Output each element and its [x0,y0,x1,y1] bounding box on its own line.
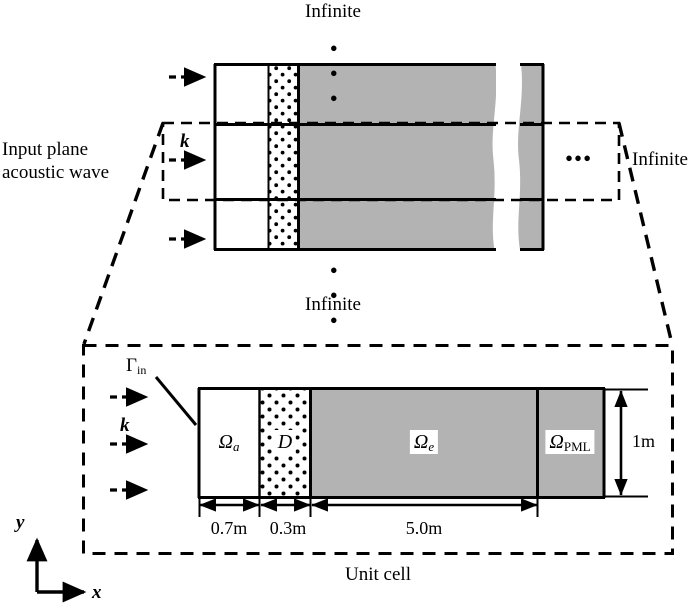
wave-vector-label-top: k [180,131,190,152]
vertical-ellipsis-top: ••• [321,36,347,111]
omega-a-symbol: Ω [218,431,233,453]
omega-e-symbol: Ω [413,431,429,453]
x-axis-label: x [92,582,102,603]
design-D-symbol: D [273,430,297,454]
exterior-domain-fill-left [298,64,496,250]
unit-cell-incident-arrows [110,387,149,500]
omega-a-fill [198,389,259,497]
dimension-label-0-7m: 0.7m [210,518,248,538]
unit-cell-selection-box [161,121,621,202]
omega-pml-symbol: Ω [549,431,564,453]
omega-e-subscript: e [428,438,435,454]
dimension-label-5-0m: 5.0m [405,518,443,538]
label-input-plane-line1: Input plane [2,139,89,160]
gamma-symbol: Γ [126,355,137,376]
label-infinite-bottom: Infinite [305,294,361,315]
region-label-omega-pml: ΩPML [545,430,595,454]
gamma-subscript: in [136,363,147,377]
coordinate-axes [26,537,87,603]
omega-a-subscript: a [232,438,240,454]
wavy-break-gap [493,64,522,250]
y-axis-label: y [16,512,25,533]
region-label-design-D: D [273,430,297,454]
gamma-in-label: Γin [126,355,147,377]
incident-wave-arrows [169,67,207,249]
height-extension-lines [604,388,648,498]
design-domain-fill [268,64,298,250]
label-infinite-top: Infinite [305,1,361,22]
dimension-label-0-3m: 0.3m [269,518,307,538]
dimension-extension-lines [198,497,539,517]
omega-pml-subscript: PML [563,438,591,454]
wavy-edge-left [492,63,498,251]
horizontal-ellipsis-right: ••• [565,146,593,171]
label-input-plane-line2: acoustic wave [2,162,110,183]
omega-e-symbol-wrap: Ωe [409,430,439,454]
dimension-label-1m: 1m [632,431,656,451]
label-infinite-right: Infinite [632,149,688,170]
region-label-omega-a: Ωa [218,431,240,454]
unit-cell-caption: Unit cell [345,564,411,585]
zoom-leader-lines [82,122,674,345]
acoustic-domain-fill [214,64,268,250]
wave-vector-label-cell: k [120,415,130,436]
exterior-domain-fill-right [518,64,544,250]
gamma-in-leader-line [154,376,198,426]
region-label-omega-e: Ωe [409,430,439,454]
unit-cell-dashed-enclosure [82,344,674,555]
top-panel-array [82,63,674,345]
omega-pml-symbol-wrap: ΩPML [545,430,595,454]
